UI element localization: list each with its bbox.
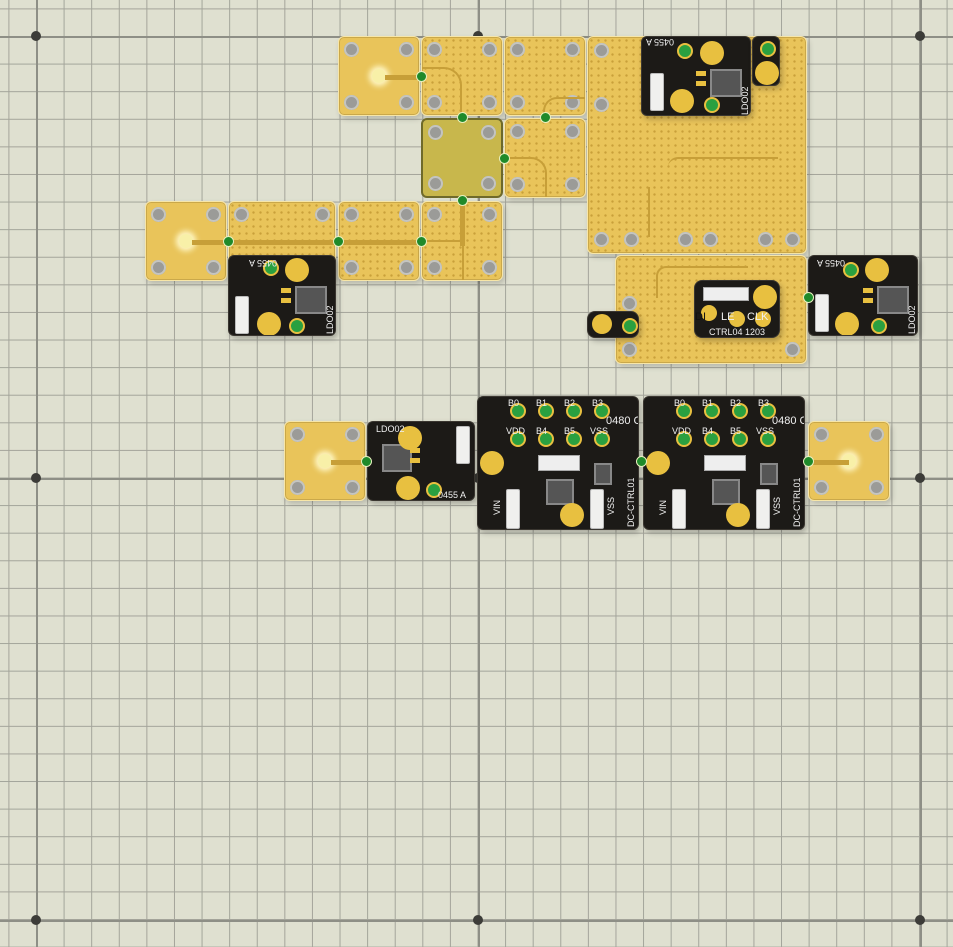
- ldo-output-header[interactable]: [752, 36, 780, 86]
- pin-label: VIN: [658, 499, 668, 515]
- pin-label: B0: [674, 398, 686, 408]
- pin-label: VSS: [606, 496, 616, 515]
- pin-label: B3: [592, 398, 604, 408]
- filter-module[interactable]: [338, 201, 420, 281]
- pin-label: B5: [730, 426, 742, 436]
- dc-name-label: DC-CTRL01: [626, 477, 636, 527]
- grid-origin-dot: [31, 31, 41, 41]
- grid-dot: [915, 31, 925, 41]
- connector-dot[interactable]: [540, 112, 551, 123]
- pin-label: VDD: [506, 426, 526, 436]
- pin-ring: [871, 318, 887, 334]
- pin-label: VDD: [672, 426, 692, 436]
- rf-port-module-output[interactable]: [808, 421, 890, 501]
- connector-dot[interactable]: [457, 112, 468, 123]
- pin-ring: [704, 97, 720, 113]
- rf-port-module-input[interactable]: [284, 421, 366, 501]
- pin-label: B5: [564, 426, 576, 436]
- pin-label: B1: [536, 398, 548, 408]
- ldo-part-label: LDO02: [907, 305, 917, 334]
- dc-name-label: DC-CTRL01: [792, 477, 802, 527]
- pin-label: B4: [702, 426, 714, 436]
- bias-module[interactable]: [587, 311, 639, 338]
- pin-label: VIN: [492, 499, 502, 515]
- ldo-code-label: 0455 A: [249, 258, 278, 268]
- rf-trace-module[interactable]: [504, 36, 586, 116]
- ctrl-name-label: CTRL04: [709, 327, 743, 337]
- pin-le-label: LE: [721, 311, 735, 323]
- pin-ring: [426, 482, 442, 498]
- pin-di-label: DI: [695, 311, 706, 323]
- connector-dot[interactable]: [636, 456, 647, 467]
- grid-dot: [915, 473, 925, 483]
- connector-dot[interactable]: [803, 292, 814, 303]
- ldo-module-a[interactable]: LDO02 0455 A: [641, 36, 751, 116]
- pin-label: B4: [536, 426, 548, 436]
- ldo-part-label: LDO02: [740, 86, 750, 115]
- rf-port-pad: [318, 454, 332, 468]
- pin-ring: [289, 318, 305, 334]
- connector-dot[interactable]: [457, 195, 468, 206]
- ldo-module-b[interactable]: 0455 A LDO02: [228, 255, 336, 336]
- ctrl-code-label: 1203: [745, 327, 766, 337]
- grid-dot: [915, 915, 925, 925]
- dc-ctrl-module-1[interactable]: B0 B1 B2 B3 VDD B4 B5 VSS 0480 C DC-CTRL…: [477, 396, 639, 530]
- connector-dot[interactable]: [803, 456, 814, 467]
- pin-label: B2: [564, 398, 576, 408]
- grid-dot: [473, 915, 483, 925]
- rf-port-pad: [372, 69, 386, 83]
- ldo-part-label: LDO02: [325, 305, 335, 334]
- dc-code-label: 0480 C: [606, 415, 639, 427]
- ldo-code-label: 0455 A: [817, 258, 846, 268]
- connector-dot[interactable]: [416, 71, 427, 82]
- pin-ring: [677, 43, 693, 59]
- rf-port-pad: [179, 234, 193, 248]
- ldo-module-d[interactable]: LDO02 0455 A: [367, 421, 475, 501]
- ldo-module-c[interactable]: 0455 A LDO02: [808, 255, 918, 336]
- grid-dot: [31, 915, 41, 925]
- pin-ring: [843, 262, 859, 278]
- ldo-code-label: 0455 A: [438, 490, 467, 500]
- rf-port-module-left[interactable]: [145, 201, 227, 281]
- pin-label: VSS: [590, 426, 609, 436]
- pin-label: B2: [730, 398, 742, 408]
- pin-label: B0: [508, 398, 520, 408]
- pin-label: VSS: [772, 496, 782, 515]
- connector-dot[interactable]: [416, 236, 427, 247]
- connector-dot[interactable]: [223, 236, 234, 247]
- rf-trace-module[interactable]: [504, 118, 586, 198]
- attenuator-module[interactable]: [421, 118, 503, 198]
- rf-trace-module[interactable]: [421, 36, 503, 116]
- grid-dot: [31, 473, 41, 483]
- pin-ring: [263, 260, 279, 276]
- connector-dot[interactable]: [333, 236, 344, 247]
- ldo-code-label: 0455 A: [646, 37, 675, 47]
- pin-label: B1: [702, 398, 714, 408]
- ldo-part-label: LDO02: [376, 424, 405, 434]
- ctrl04-module[interactable]: DI LE CLK CTRL04 1203: [694, 280, 780, 338]
- dc-ctrl-module-2[interactable]: B0 B1 B2 B3 VDD B4 B5 VSS 0480 C DC-CTRL…: [643, 396, 805, 530]
- rf-trace-module[interactable]: [421, 201, 503, 281]
- pin-label: B3: [758, 398, 770, 408]
- dc-code-label: 0480 C: [772, 415, 805, 427]
- rf-port-module-top[interactable]: [338, 36, 420, 116]
- connector-dot[interactable]: [361, 456, 372, 467]
- pin-label: VSS: [756, 426, 775, 436]
- pin-clk-label: CLK: [747, 311, 769, 323]
- connector-dot[interactable]: [499, 153, 510, 164]
